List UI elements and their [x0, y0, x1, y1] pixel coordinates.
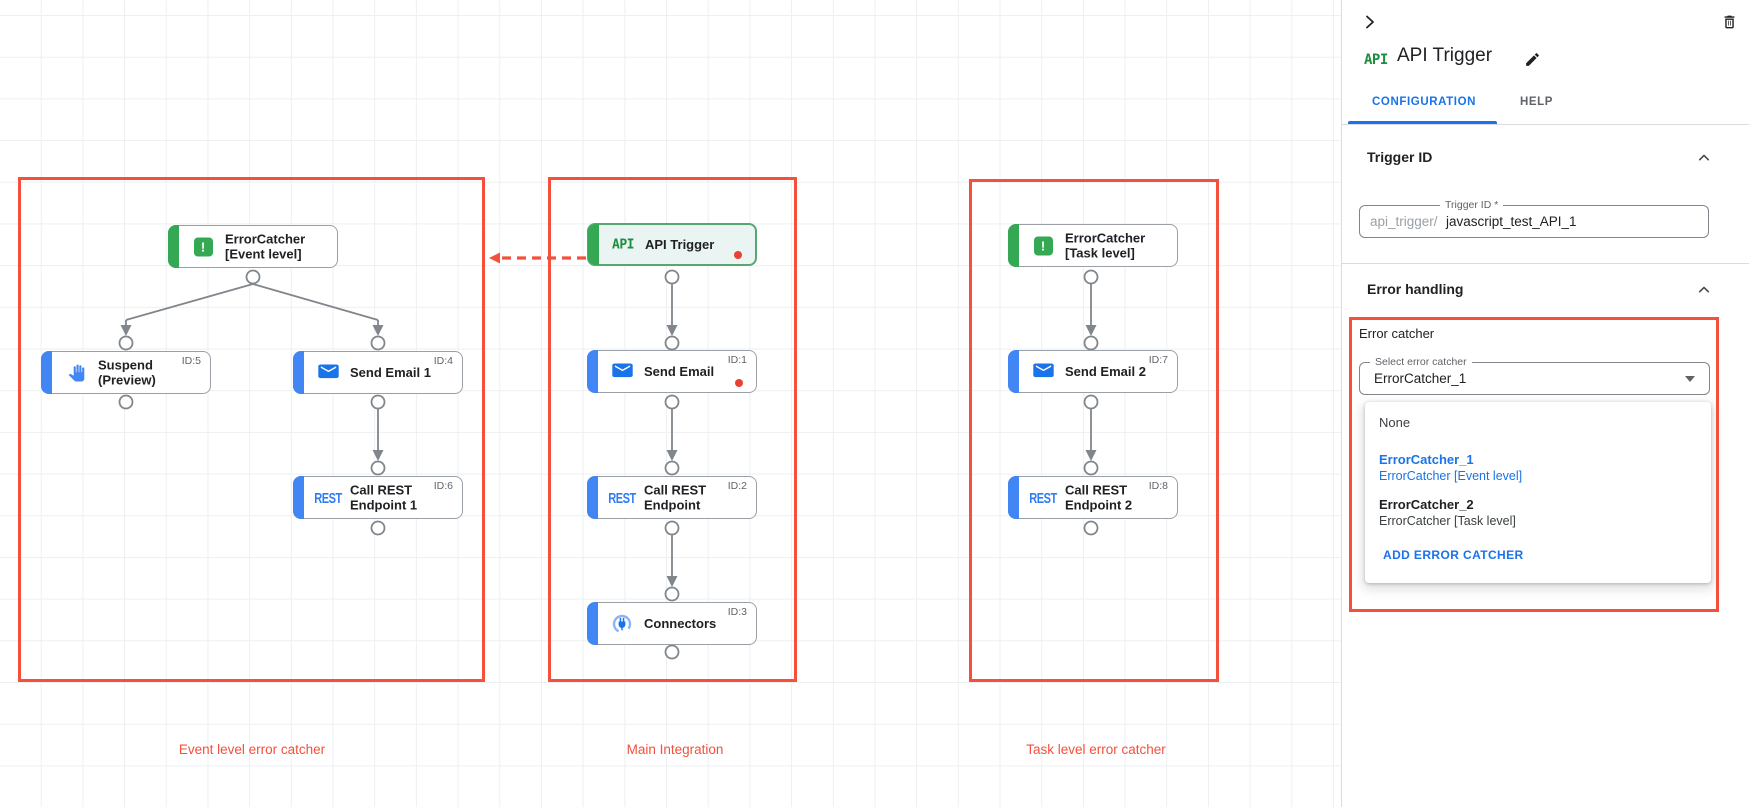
collapse-section-icon[interactable]	[1698, 152, 1710, 164]
node-title: Send Email 2	[1065, 363, 1146, 379]
rest-icon: REST	[314, 488, 342, 507]
pencil-icon	[1526, 53, 1539, 66]
email-icon	[1032, 363, 1054, 377]
tab-help[interactable]: HELP	[1520, 96, 1554, 108]
error-catcher-menu: None ErrorCatcher_1 ErrorCatcher [Event …	[1365, 402, 1711, 583]
node-id-badge: ID:5	[181, 355, 201, 367]
panel-tabs: CONFIGURATION HELP	[1342, 88, 1749, 124]
node-id-badge: ID:3	[727, 606, 747, 618]
rest-icon: REST	[1029, 488, 1057, 507]
divider	[1342, 124, 1749, 125]
rest-icon: REST	[608, 488, 636, 507]
select-error-catcher-label: Select error catcher	[1370, 356, 1472, 369]
trigger-config-panel: API API Trigger CONFIGURATION HELP Trigg…	[1341, 0, 1749, 807]
node-accent-bar	[587, 350, 598, 393]
active-tab-underline	[1348, 121, 1497, 124]
menu-item-errorcatcher-2-name[interactable]: ErrorCatcher_2	[1379, 497, 1474, 512]
unsaved-changes-dot	[735, 379, 743, 387]
divider	[1342, 263, 1749, 264]
node-id-badge: ID:6	[433, 480, 453, 492]
annotation-label: Main Integration	[626, 742, 724, 757]
workflow-canvas[interactable]: Event level error catcher Main Integratio…	[0, 0, 1341, 807]
node-accent-bar	[587, 602, 598, 645]
node-accent-bar	[168, 225, 179, 268]
select-error-catcher-dropdown[interactable]: Select error catcher ErrorCatcher_1	[1359, 356, 1710, 395]
node-id-badge: ID:4	[433, 355, 453, 367]
node-id-badge: ID:1	[727, 354, 747, 366]
connectors-icon	[612, 614, 632, 633]
node-accent-bar	[1008, 350, 1019, 393]
node-connectors[interactable]: Connectors ID:3	[587, 602, 757, 645]
api-icon: API	[612, 237, 634, 252]
node-title: ErrorCatcher[Event level]	[225, 230, 306, 262]
annotation-label: Event level error catcher	[178, 742, 326, 757]
node-title: ErrorCatcher[Task level]	[1065, 229, 1146, 261]
error-catcher-icon: !	[1033, 236, 1053, 255]
trigger-id-field-label: Trigger ID *	[1440, 199, 1504, 212]
trigger-id-section-title: Trigger ID	[1367, 149, 1433, 165]
node-accent-bar	[1008, 224, 1019, 267]
edit-title-button[interactable]	[1524, 51, 1541, 68]
node-title: Suspend(Preview)	[98, 356, 156, 388]
node-accent-bar	[293, 476, 304, 519]
node-title: Send Email	[644, 363, 715, 379]
email-icon	[317, 364, 339, 378]
node-title: Send Email 1	[350, 364, 431, 380]
menu-item-none[interactable]: None	[1379, 415, 1411, 430]
node-accent-bar	[587, 476, 598, 519]
trash-icon	[1724, 15, 1735, 29]
hand-icon	[68, 364, 84, 381]
error-handling-section-title: Error handling	[1367, 281, 1464, 297]
node-errorcatcher-event-level[interactable]: ! ErrorCatcher[Event level]	[168, 225, 338, 268]
menu-item-errorcatcher-1-name[interactable]: ErrorCatcher_1	[1379, 452, 1474, 467]
api-trigger-logo: API	[1364, 52, 1388, 68]
collapse-section-icon[interactable]	[1698, 284, 1710, 296]
unsaved-changes-dot	[734, 251, 742, 259]
panel-title: API Trigger	[1397, 45, 1493, 66]
node-accent-bar	[293, 351, 304, 394]
node-accent-bar	[588, 224, 599, 265]
chevron-right-icon	[1366, 15, 1374, 29]
dropdown-caret-icon	[1685, 376, 1695, 382]
menu-item-errorcatcher-1-desc[interactable]: ErrorCatcher [Event level]	[1379, 469, 1523, 483]
node-title: API Trigger	[645, 236, 715, 252]
node-accent-bar	[41, 351, 52, 394]
collapse-panel-button[interactable]	[1362, 14, 1378, 30]
node-errorcatcher-task-level[interactable]: ! ErrorCatcher[Task level]	[1008, 224, 1178, 267]
node-accent-bar	[1008, 476, 1019, 519]
email-icon	[611, 363, 633, 377]
trigger-id-field[interactable]: Trigger ID * api_trigger/ javascript_tes…	[1359, 199, 1709, 238]
node-api-trigger[interactable]: API API Trigger	[587, 223, 757, 266]
select-error-catcher-value: ErrorCatcher_1	[1374, 371, 1467, 386]
annotation-label: Task level error catcher	[1026, 742, 1166, 757]
error-catcher-group-label: Error catcher	[1359, 326, 1435, 341]
node-send-email[interactable]: Send Email ID:1	[587, 350, 757, 393]
node-id-badge: ID:7	[1148, 354, 1168, 366]
add-error-catcher-button[interactable]: ADD ERROR CATCHER	[1383, 548, 1524, 562]
tab-configuration[interactable]: CONFIGURATION	[1372, 96, 1477, 108]
node-suspend-preview[interactable]: Suspend(Preview) ID:5	[41, 351, 211, 394]
menu-item-errorcatcher-2-desc[interactable]: ErrorCatcher [Task level]	[1379, 514, 1516, 528]
connector-layer	[118, 252, 1099, 660]
node-id-badge: ID:8	[1148, 480, 1168, 492]
error-catcher-icon: !	[193, 237, 213, 256]
trigger-id-value[interactable]: javascript_test_API_1	[1446, 214, 1577, 229]
node-title: Connectors	[644, 615, 717, 631]
delete-trigger-button[interactable]	[1721, 13, 1738, 31]
node-id-badge: ID:2	[727, 480, 747, 492]
trigger-id-prefix: api_trigger/	[1370, 214, 1438, 229]
